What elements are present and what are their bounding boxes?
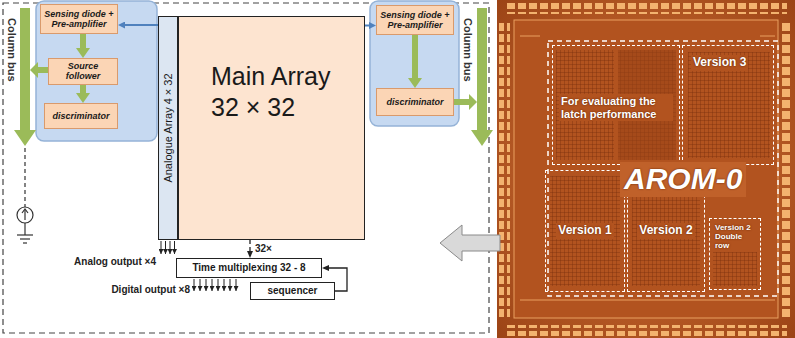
bus-width-label: 32× xyxy=(254,243,273,255)
region-label: Version 2 Double row xyxy=(713,222,757,252)
pixel-circuit-box: Sensing diode + Pre-amplifier xyxy=(376,5,454,35)
chip-name: AROM-0 xyxy=(620,162,746,197)
box-label: sequencer xyxy=(267,285,317,297)
box-label: Time multiplexing 32 - 8 xyxy=(192,262,305,274)
bus-label: Column bus xyxy=(461,18,474,82)
region-label: For evaluating the latch performance xyxy=(559,94,673,121)
output-arrows xyxy=(194,279,236,291)
pixel-panel xyxy=(36,1,157,141)
box-label: discriminator xyxy=(386,97,443,107)
chip-photo xyxy=(497,0,795,338)
box-label: discriminator xyxy=(52,111,109,121)
box-label: Sensing diode + Pre-amplifier xyxy=(379,10,451,31)
pixel-circuit-box: Sensing diode + Pre-amplifier xyxy=(40,4,118,34)
chip-region: Version 1 xyxy=(545,170,625,292)
chip-region: Version 2 xyxy=(627,170,705,292)
chip-region: Version 2 Double row xyxy=(709,218,761,290)
chip-region: For evaluating the latch performance xyxy=(552,45,680,165)
multiplexer-box: Time multiplexing 32 - 8 xyxy=(176,258,322,278)
output-arrows xyxy=(161,241,175,254)
pixel-circuit-box: discriminator xyxy=(44,103,118,129)
bus-label: Column bus xyxy=(5,18,18,82)
main-array: Main Array 32 × 32 xyxy=(178,16,365,240)
connector xyxy=(249,240,250,251)
pointer-arrow xyxy=(440,225,500,261)
chip-region: Version 3 xyxy=(682,45,774,165)
current-source-symbol xyxy=(17,148,33,243)
array-label: Main Array 32 × 32 xyxy=(211,61,344,124)
box-label: Sensing diode + Pre-amplifier xyxy=(43,9,115,30)
pixel-circuit-box: Source follower xyxy=(48,58,118,85)
connector xyxy=(365,25,369,27)
connector xyxy=(412,35,418,78)
region-label: Version 1 xyxy=(556,223,613,239)
array-label: Analogue Array 4 × 32 xyxy=(162,73,175,182)
connector xyxy=(80,34,86,48)
region-label: Version 3 xyxy=(691,55,748,71)
analogue-array: Analogue Array 4 × 32 xyxy=(158,16,178,240)
pixel-circuit-box: discriminator xyxy=(376,88,454,116)
pixel-panel xyxy=(370,1,459,126)
sequencer-box: sequencer xyxy=(250,282,335,300)
box-label: Source follower xyxy=(51,61,115,82)
connector xyxy=(125,24,158,26)
connector xyxy=(80,85,86,93)
signal-label: Analog output ×4 xyxy=(66,256,156,268)
signal-label: Digital output ×8 xyxy=(96,284,190,296)
region-label: Version 2 xyxy=(637,223,694,239)
